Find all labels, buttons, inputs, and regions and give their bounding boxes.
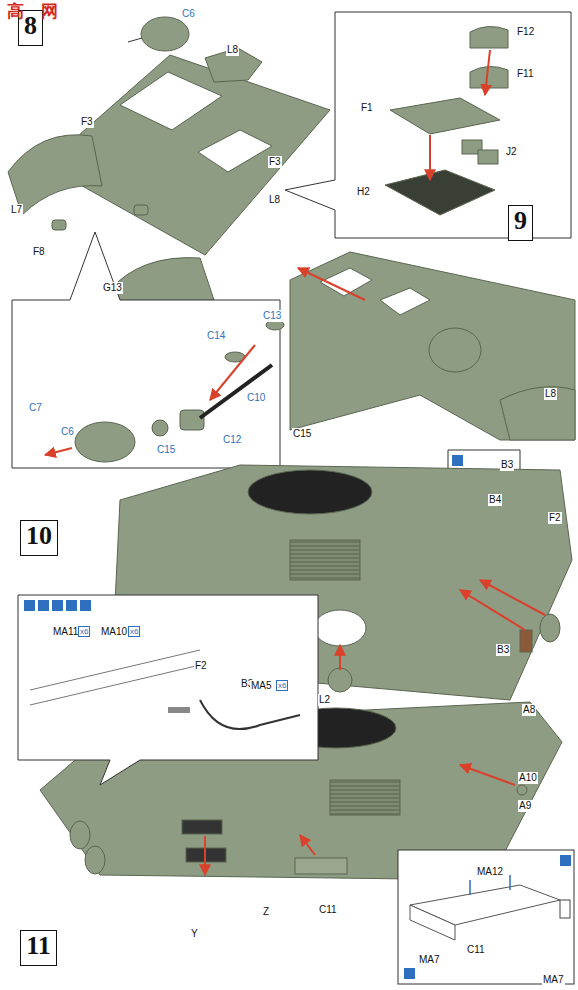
part-label: C7 <box>28 402 43 414</box>
part-label: MA12 <box>476 866 504 878</box>
part-label: C13 <box>262 310 282 322</box>
part-label: C11 <box>466 944 486 956</box>
part-label: A8 <box>522 704 536 716</box>
part-label: A10 <box>518 772 538 784</box>
part-label: L8 <box>226 44 239 56</box>
part-label: MA10 <box>100 626 128 638</box>
part-label: MA11 <box>52 626 79 638</box>
part-label: F11 <box>516 68 535 80</box>
quantity-mark: x6 <box>78 626 90 637</box>
part-label: L8 <box>544 388 557 400</box>
part-label: B3 <box>496 644 510 656</box>
part-label: C10 <box>246 392 266 404</box>
part-label: Z <box>262 906 270 918</box>
step-number: 11 <box>21 931 56 961</box>
part-label: F3 <box>80 116 94 128</box>
part-label: C11 <box>318 904 338 916</box>
part-label: F2 <box>194 660 208 672</box>
part-label: F2 <box>548 512 562 524</box>
step-number: 9 <box>509 206 532 236</box>
part-label: J2 <box>505 146 518 158</box>
part-label: C14 <box>206 330 226 342</box>
part-label: G13 <box>102 282 123 294</box>
part-label: C15 <box>156 444 176 456</box>
part-label: MA5 <box>250 680 273 692</box>
step-number: 10 <box>21 521 57 551</box>
watermark: 高 <box>6 2 25 22</box>
part-label: L7 <box>10 204 23 216</box>
part-label: Y <box>190 928 199 940</box>
quantity-mark: x6 <box>276 680 288 691</box>
part-label: H2 <box>356 186 371 198</box>
part-label: F8 <box>32 246 46 258</box>
part-label: C12 <box>222 434 242 446</box>
watermark: 网 <box>40 2 59 22</box>
part-label: A9 <box>518 800 532 812</box>
step-number-box: 9 <box>508 205 533 241</box>
part-label: F1 <box>360 102 374 114</box>
part-label: F12 <box>516 26 535 38</box>
part-label: C6 <box>181 8 196 20</box>
part-label: F3 <box>268 156 282 168</box>
part-label: L8 <box>268 194 281 206</box>
part-label: B4 <box>488 494 502 506</box>
quantity-mark: x6 <box>128 626 140 637</box>
part-label: MA7 <box>418 954 441 966</box>
part-label: C6 <box>60 426 75 438</box>
part-label: MA7 <box>542 974 565 986</box>
part-label: L2 <box>318 694 331 706</box>
part-label: B3 <box>500 459 514 471</box>
step-number-box: 11 <box>20 930 57 966</box>
part-label: C15 <box>292 428 312 440</box>
step-number-box: 10 <box>20 520 58 556</box>
